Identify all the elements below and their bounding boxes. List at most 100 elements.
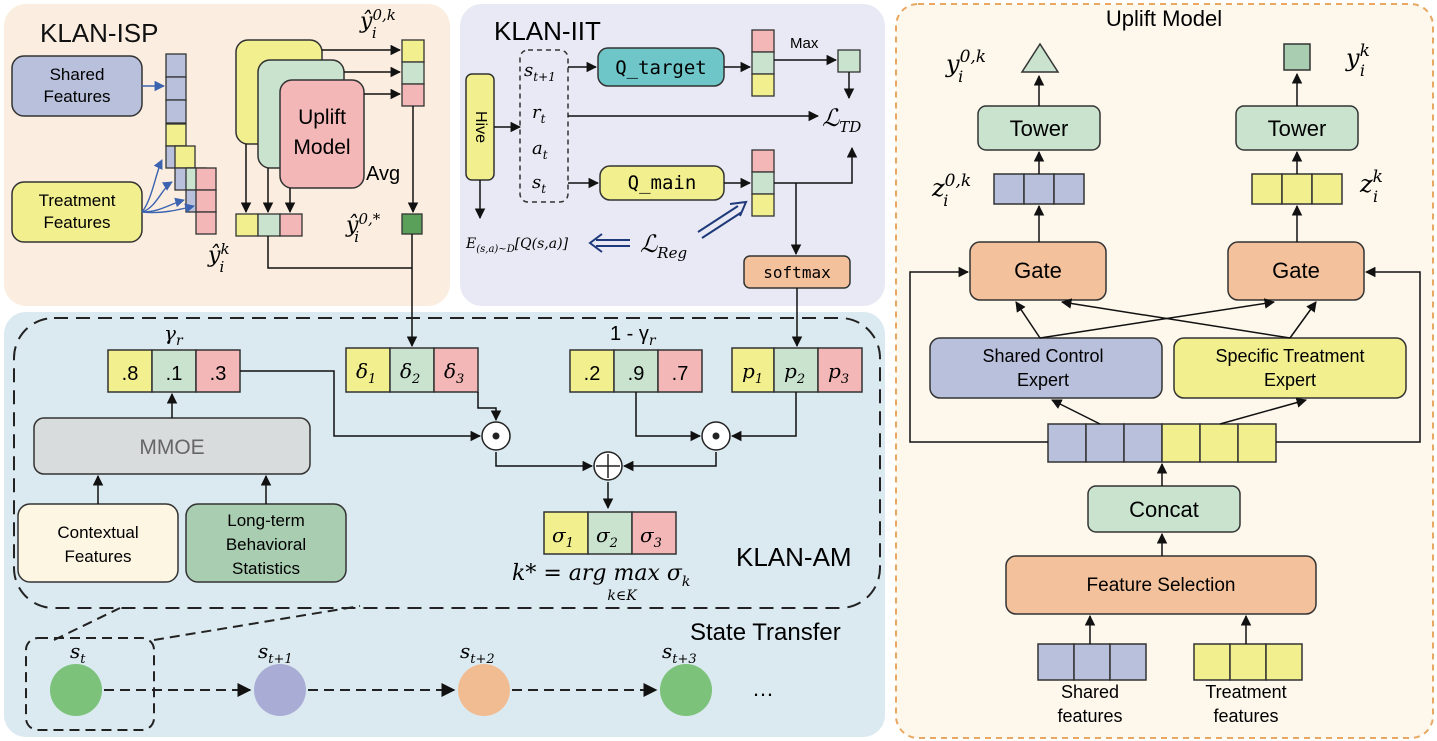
tower-left-label: Tower <box>1010 116 1069 141</box>
p-vector <box>731 347 863 393</box>
gate-left-label: Gate <box>1014 258 1062 283</box>
state-t1-node <box>254 664 306 716</box>
treatment-features-label-2: Features <box>43 213 110 232</box>
input-shared-label-2: features <box>1057 706 1122 726</box>
isp-title: KLAN-ISP <box>40 18 159 48</box>
gate-right-label: Gate <box>1272 258 1320 283</box>
longterm-label-3: Statistics <box>232 559 300 578</box>
y0k-triangle <box>1020 42 1060 73</box>
one-minus-gamma-value-3: .7 <box>672 363 689 385</box>
mmoe-label: MMOE <box>139 436 204 459</box>
uplift-card-label-2: Model <box>293 136 350 159</box>
y-hat-0star-cell <box>401 213 423 235</box>
avg-label: Avg <box>366 163 400 185</box>
state-var-a-t: at <box>532 138 548 162</box>
one-minus-gamma-label: 1 - γr <box>610 323 657 349</box>
y-hat-0k-vector <box>401 39 425 107</box>
input-shared-label-1: Shared <box>1061 682 1119 702</box>
treatment-expert-label-2: Expert <box>1264 370 1316 390</box>
reg-to-expectation-arrow <box>588 233 630 253</box>
am-title: KLAN-AM <box>736 542 852 572</box>
q-main-vector <box>751 149 775 217</box>
shared-expert-label-2: Expert <box>1017 370 1069 390</box>
state-transfer-title: State Transfer <box>690 619 841 646</box>
sigma-2: σ2 <box>596 523 618 551</box>
y-hat-k-vector <box>235 213 303 237</box>
z0k-vector <box>993 173 1085 205</box>
delta-1: δ1 <box>356 359 376 387</box>
treatment-features-label-1: Treatment <box>39 191 116 210</box>
contextual-label-2: Features <box>64 547 131 566</box>
state-t1-label: st+1 <box>258 639 293 667</box>
yk-square <box>1283 43 1311 71</box>
state-tuple-box <box>519 49 569 203</box>
am-dashed-frame <box>13 317 881 609</box>
q-target-label: Q_target <box>615 57 707 79</box>
feature-selection-label: Feature Selection <box>1087 575 1236 596</box>
zk-vector <box>1251 173 1343 205</box>
state-t-node <box>50 664 102 716</box>
longterm-label-2: Behavioral <box>226 535 306 554</box>
gamma-value-3: .3 <box>210 363 227 385</box>
loss-reg-label: ℒReg <box>640 230 687 262</box>
p-1: p1 <box>742 359 763 387</box>
state-t2-node <box>458 664 510 716</box>
uplift-card-label-1: Uplift <box>298 106 346 129</box>
concat-label: Concat <box>1129 497 1199 522</box>
concat-feature-vector <box>1047 423 1277 463</box>
state-t3-node <box>660 664 712 716</box>
one-minus-gamma-value-1: .2 <box>584 363 601 385</box>
state-t3-label: st+3 <box>662 639 697 667</box>
uplift-title: Uplift Model <box>1106 6 1222 31</box>
sigma-1: σ1 <box>552 523 574 551</box>
input-treatment-vector <box>1193 643 1303 681</box>
hive-label: Hive <box>472 111 489 143</box>
sigma-3: σ3 <box>640 523 662 551</box>
tower-right-label: Tower <box>1268 116 1327 141</box>
longterm-label-1: Long-term <box>227 511 304 530</box>
gate-left <box>969 241 1107 301</box>
state-t2-label: st+2 <box>460 639 495 667</box>
contextual-label-1: Contextual <box>57 523 138 542</box>
sigma-vector <box>543 511 677 555</box>
max-label: Max <box>790 35 819 52</box>
state-t-label: st <box>70 639 86 667</box>
loss-td-label: ℒTD <box>822 104 861 136</box>
gamma-value-1: .8 <box>122 363 139 385</box>
gamma-label: γr <box>164 321 184 349</box>
p-3: p3 <box>828 359 849 387</box>
one-minus-gamma-value-2: .9 <box>628 363 645 385</box>
p-2: p2 <box>784 359 805 387</box>
current-state-frame <box>25 637 155 731</box>
shared-features-label-1: Shared <box>50 65 105 84</box>
contextual-features-box <box>17 503 179 583</box>
delta-2: δ2 <box>400 359 420 387</box>
iit-panel <box>460 4 885 306</box>
input-treatment-label-1: Treatment <box>1205 682 1286 702</box>
shared-features-label-2: Features <box>43 87 110 106</box>
input-shared-vector <box>1037 643 1147 681</box>
shared-feature-vector <box>165 53 187 124</box>
delta-vector <box>345 347 479 393</box>
q-target-vector <box>751 29 775 97</box>
gamma-value-2: .1 <box>166 363 183 385</box>
input-treatment-label-2: features <box>1213 706 1278 726</box>
shared-control-expert <box>929 337 1163 399</box>
gate-right <box>1227 241 1365 301</box>
shared-expert-label-1: Shared Control <box>982 346 1103 366</box>
state-var-s-t: st <box>532 172 546 196</box>
delta-3: δ3 <box>444 359 464 387</box>
iit-title: KLAN-IIT <box>494 16 601 46</box>
y-hat-0star-label: ŷ0,*i <box>345 210 381 246</box>
state-var-s-t1: st+1 <box>524 60 556 84</box>
state-var-r-t: rt <box>532 102 546 126</box>
kstar-formula: k* = arg max σk <box>512 561 690 590</box>
q-main-label: Q_main <box>628 172 697 194</box>
treatment-expert-label-1: Specific Treatment <box>1215 346 1364 366</box>
